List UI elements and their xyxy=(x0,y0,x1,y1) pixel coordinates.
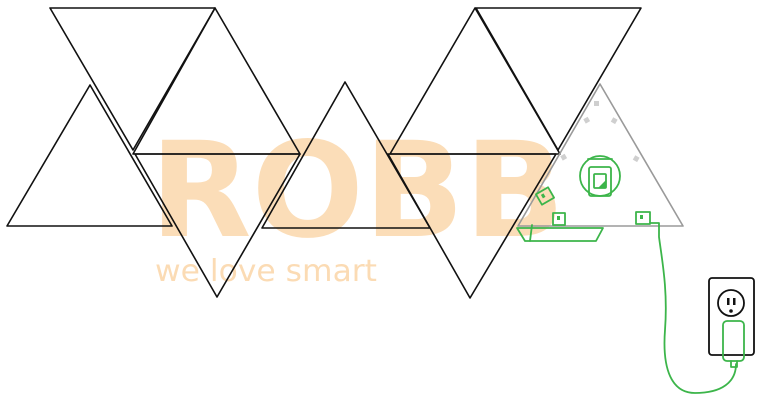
controller-icon[interactable] xyxy=(579,155,621,197)
mounting-base xyxy=(516,224,604,242)
panel-2[interactable] xyxy=(6,84,173,227)
panel-layout xyxy=(6,7,684,299)
power-adapter-icon xyxy=(722,320,745,368)
panel-8[interactable] xyxy=(475,7,642,151)
watermark-tagline: we love smart xyxy=(155,254,377,289)
power-cable xyxy=(649,222,737,394)
watermark: ROBB we love smart xyxy=(150,114,565,289)
watermark-brand: ROBB xyxy=(150,114,565,268)
panel-1[interactable] xyxy=(49,7,216,151)
mounting-dots xyxy=(560,101,640,163)
panel-4[interactable] xyxy=(134,153,301,298)
panel-with-controller[interactable] xyxy=(517,83,684,227)
panel-5[interactable] xyxy=(261,81,431,229)
panel-7[interactable] xyxy=(387,153,557,299)
linker-connector-icon xyxy=(535,186,651,226)
power-outlet-icon xyxy=(708,277,755,356)
